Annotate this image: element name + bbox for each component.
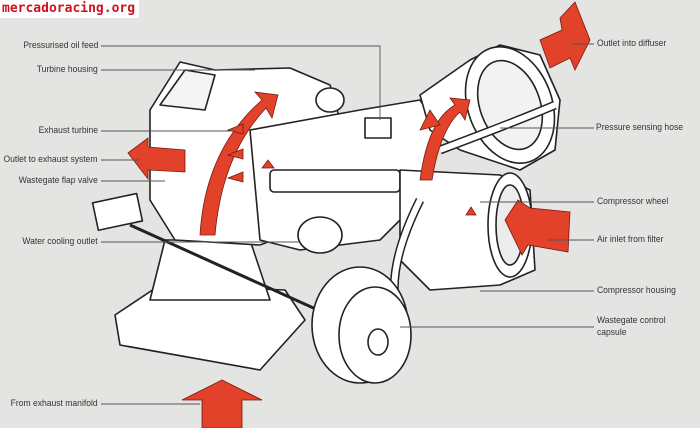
watermark: mercadoracing.org — [0, 0, 140, 18]
label-air-inlet-from-filter: Air inlet from filter — [597, 234, 664, 245]
arrow-air-in — [504, 199, 571, 256]
label-pressurised-oil-feed: Pressurised oil feed — [22, 40, 98, 51]
arrow-exhaust-in — [181, 379, 263, 428]
label-wastegate-control-capsule: Wastegate control capsule — [597, 315, 666, 338]
label-outlet-into-diffuser: Outlet into diffuser — [597, 38, 667, 49]
arrow-compressor-flow — [419, 97, 471, 181]
label-exhaust-turbine: Exhaust turbine — [38, 125, 98, 136]
label-turbine-housing: Turbine housing — [36, 64, 98, 75]
label-from-exhaust-manifold: From exhaust manifold — [11, 398, 98, 409]
label-compressor-wheel: Compressor wheel — [597, 196, 669, 207]
arrow-diffuser-out — [539, 1, 591, 71]
label-wastegate-flap-valve: Wastegate flap valve — [18, 175, 98, 186]
label-compressor-housing: Compressor housing — [597, 285, 676, 296]
label-pressure-sensing-hose: Pressure sensing hose — [596, 122, 683, 133]
label-water-cooling-outlet: Water cooling outlet — [22, 236, 98, 247]
arrow-exhaust-out — [127, 137, 186, 181]
label-outlet-exhaust-system: Outlet to exhaust system — [3, 154, 98, 165]
wastegate-lever — [91, 192, 144, 232]
arrow-turbine-flow — [199, 91, 279, 236]
